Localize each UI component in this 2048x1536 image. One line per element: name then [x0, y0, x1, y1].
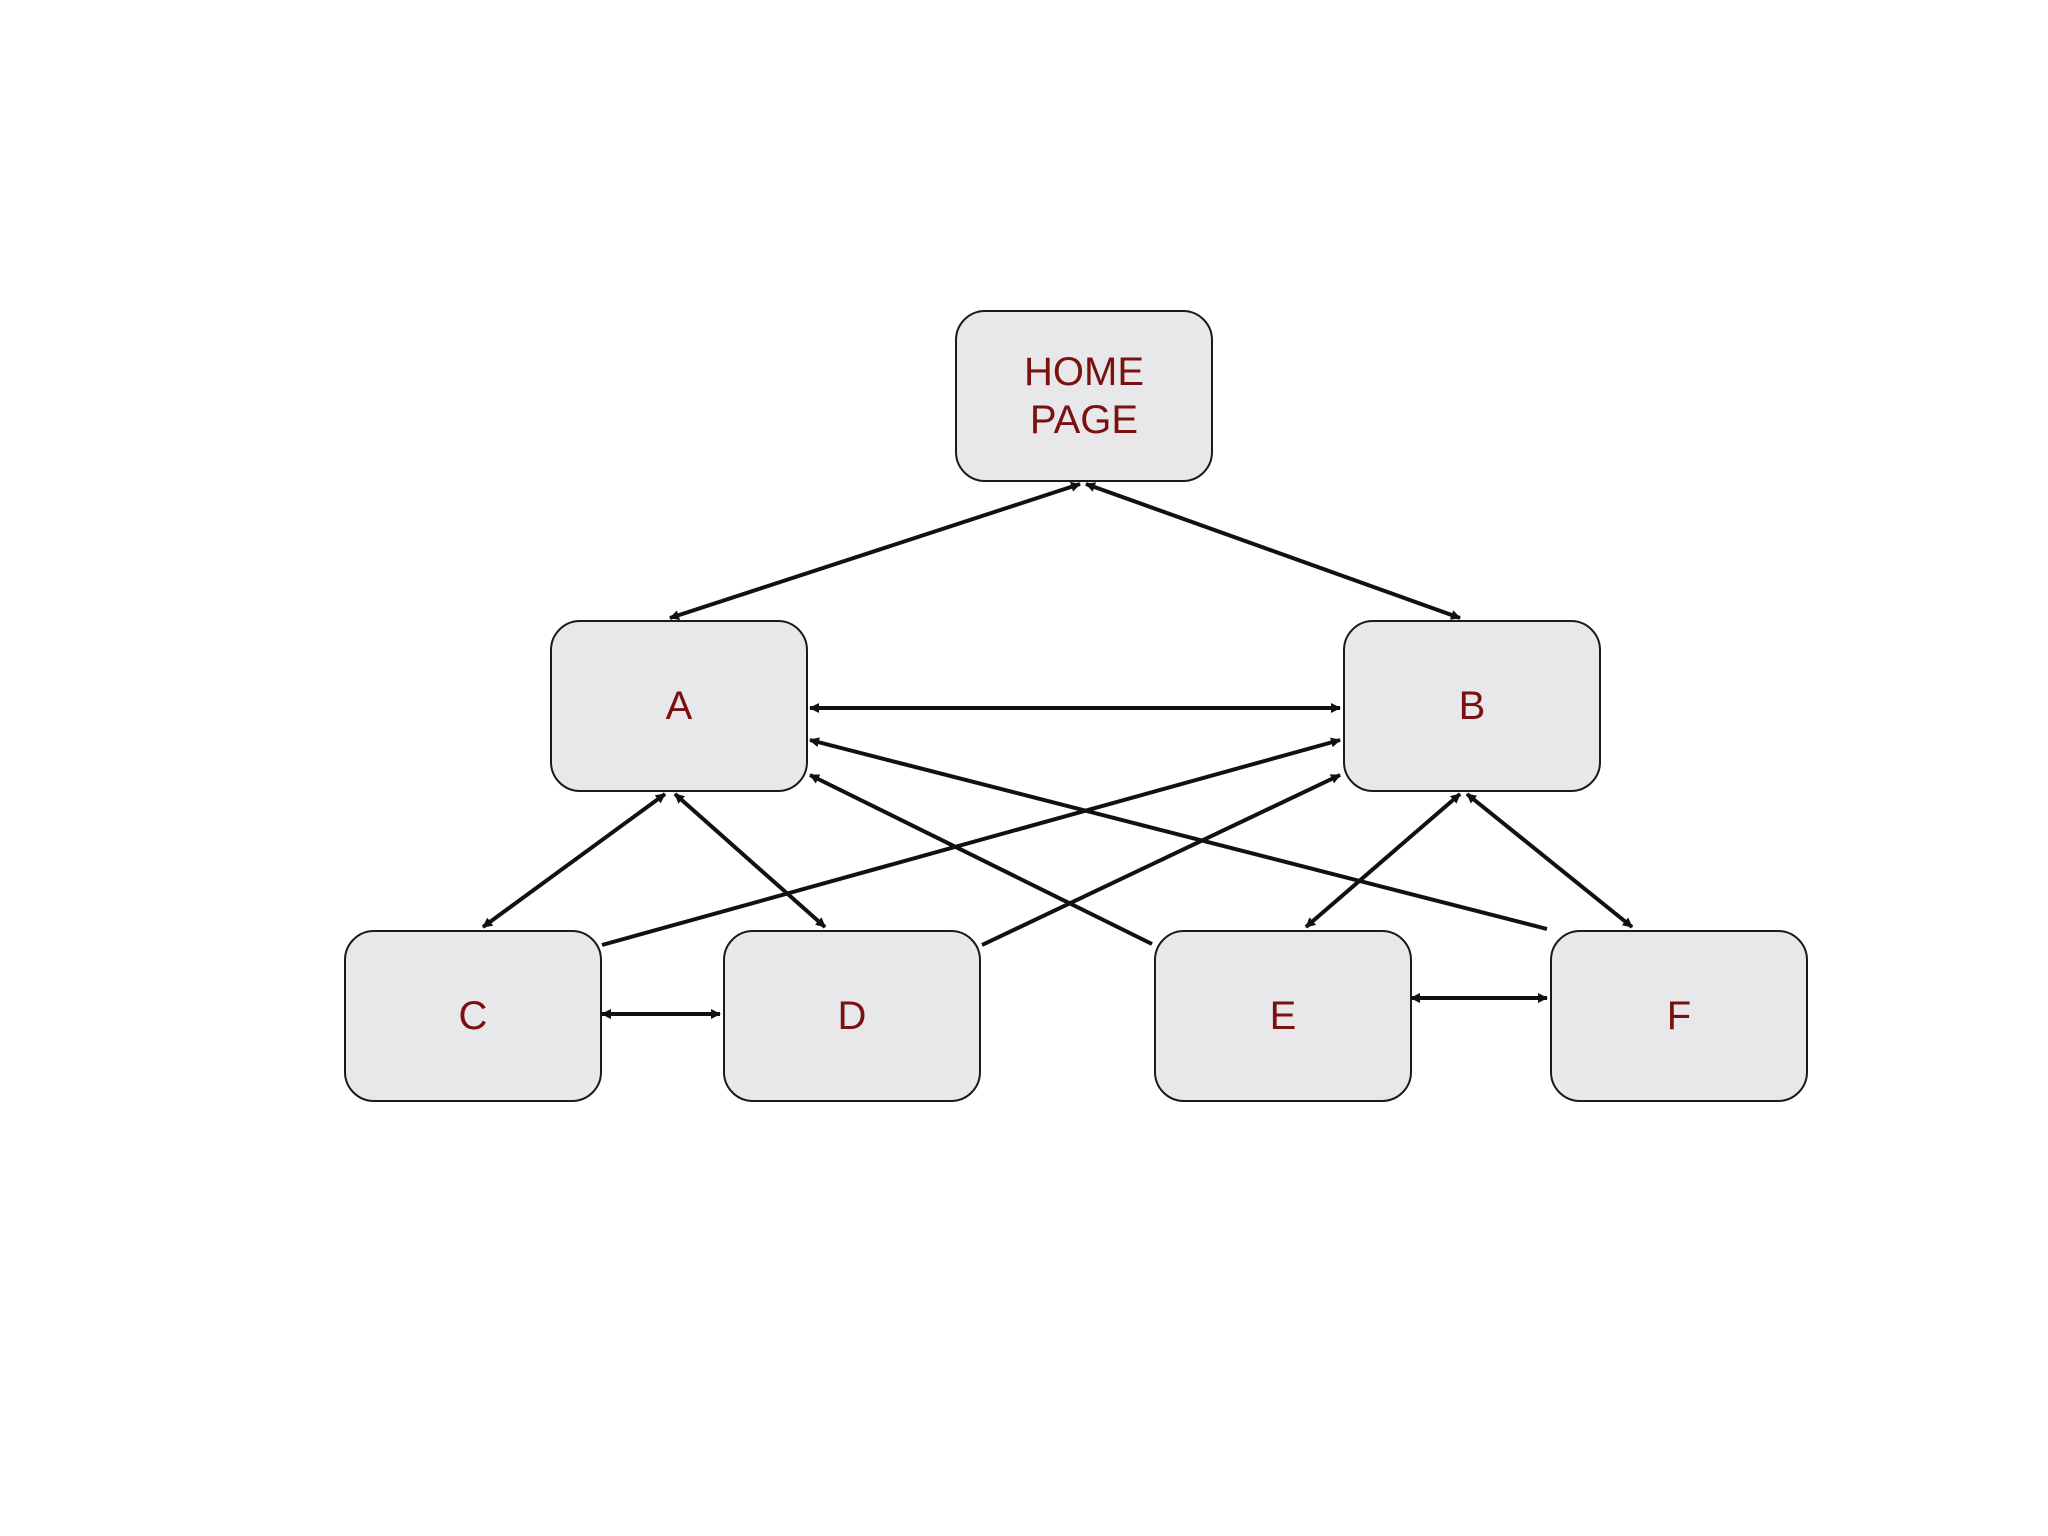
node-e: E [1154, 930, 1412, 1102]
node-home-page: HOME PAGE [955, 310, 1213, 482]
node-label-a: A [665, 684, 693, 728]
edge-home-a [669, 482, 1081, 620]
node-label-f: F [1666, 994, 1692, 1038]
node-d: D [723, 930, 981, 1102]
edge-home-b [1085, 482, 1461, 620]
node-label-c: C [458, 994, 488, 1038]
node-a: A [550, 620, 808, 792]
node-f: F [1550, 930, 1808, 1102]
edge-b-e [1304, 792, 1462, 929]
edge-c-b [601, 737, 1341, 947]
node-b: B [1343, 620, 1601, 792]
edge-b-f [1465, 792, 1634, 929]
node-label-b: B [1458, 684, 1486, 728]
node-label-d: D [837, 994, 867, 1038]
edge-d-b [981, 773, 1341, 947]
node-label-e: E [1269, 994, 1297, 1038]
edge-a-c [481, 792, 667, 929]
node-label-home-page: HOME PAGE [1024, 350, 1144, 442]
node-c: C [344, 930, 602, 1102]
edge-e-a [809, 773, 1153, 946]
edge-a-d [673, 792, 827, 929]
